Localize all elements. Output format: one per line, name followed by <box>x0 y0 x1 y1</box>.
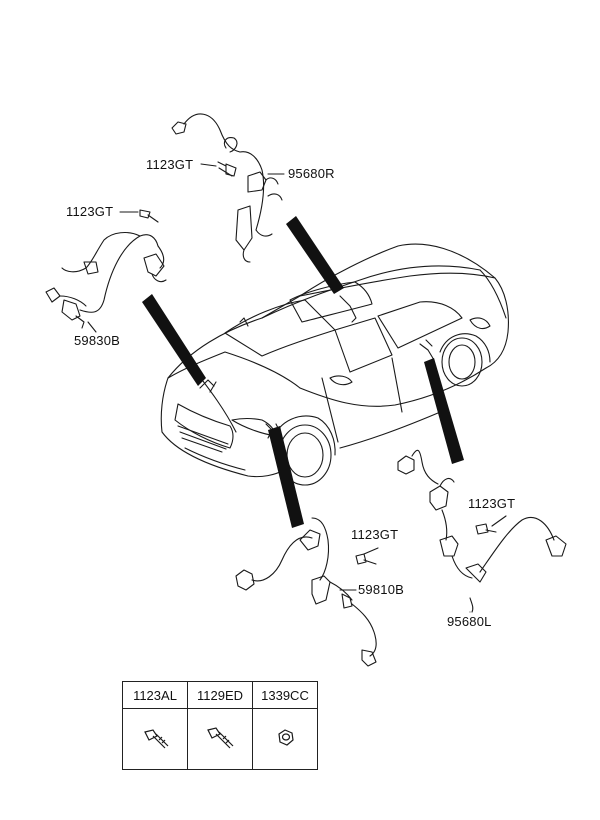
leader-rr-bolt <box>200 163 217 167</box>
parts-table-header: 1339CC <box>252 681 318 709</box>
label-rr-sensor: 95680R <box>288 166 335 181</box>
label-fl-bolt: 1123GT <box>66 204 114 219</box>
pointer-fl <box>142 294 206 386</box>
pointer-rr <box>286 216 344 294</box>
parts-table: 1123AL 1129ED 1339CC <box>122 681 318 770</box>
label-fr-bolt: 1123GT <box>351 527 399 542</box>
sensor-rl <box>397 449 567 613</box>
label-rl-bolt: 1123GT <box>468 496 516 511</box>
label-fr-sensor: 59810B <box>358 582 405 597</box>
label-rl-sensor: 95680L <box>447 614 492 629</box>
leader-fl-sensor <box>87 321 97 333</box>
pointer-fr <box>268 426 304 528</box>
leader-fr-bolt <box>363 547 379 555</box>
leader-rl-bolt <box>491 515 507 527</box>
bolt-icon <box>207 726 234 748</box>
parts-table-cell <box>187 708 253 770</box>
parts-table-header: 1123AL <box>122 681 188 709</box>
pointer-bands <box>142 216 464 528</box>
sensor-rr <box>171 113 283 263</box>
parts-table-header: 1129ED <box>187 681 253 709</box>
label-fl-sensor: 59830B <box>74 333 121 348</box>
sensor-fl <box>45 209 167 329</box>
parts-table-cell <box>122 708 188 770</box>
pointer-rl <box>424 358 464 464</box>
parts-table-cell <box>252 708 318 770</box>
nut-icon <box>278 728 294 746</box>
bolt-icon <box>144 728 169 748</box>
car-illustration <box>160 243 509 486</box>
label-rr-bolt: 1123GT <box>146 157 194 172</box>
